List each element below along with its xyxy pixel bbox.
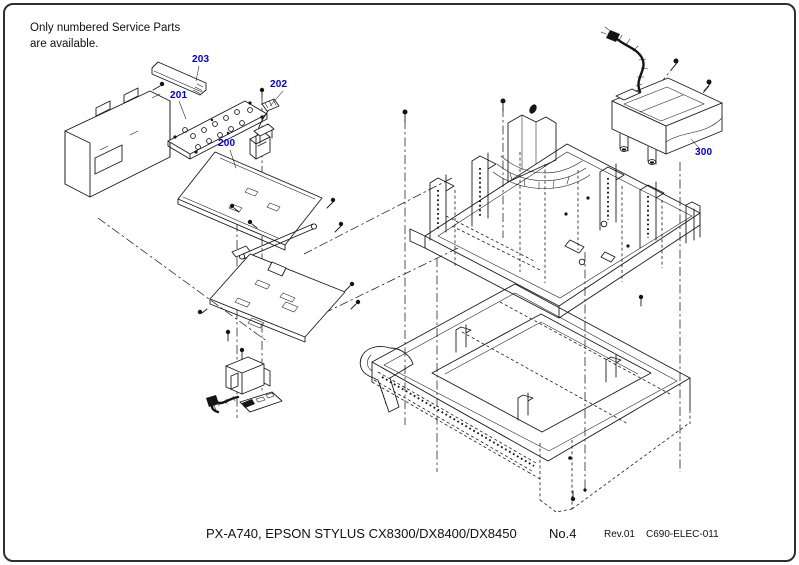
footer-revision: Rev.01 — [604, 529, 635, 540]
part-callout-200: 200 — [218, 138, 236, 149]
psu-board-201-drawing — [167, 100, 268, 160]
part-callout-202: 202 — [270, 79, 288, 90]
footer-title: PX-A740, EPSON STYLUS CX8300/DX8400/DX84… — [206, 526, 517, 541]
lower-housing-drawing — [359, 283, 691, 513]
footer-doc-code: C690-ELEC-011 — [646, 529, 719, 540]
note-line-1: Only numbered Service Parts — [30, 22, 181, 34]
cable-202-drawing — [249, 87, 280, 160]
main-board-200-drawing — [177, 151, 344, 251]
bracket-drawing — [253, 123, 275, 145]
note-line-2: are available. — [30, 37, 99, 50]
part-callout-300: 300 — [695, 147, 713, 158]
strip-203-drawing — [151, 61, 207, 96]
callout-leaders — [178, 65, 701, 169]
power-supply-300-drawing — [600, 26, 723, 165]
shield-stack-drawing — [197, 223, 361, 343]
footer-sheet-number: No.4 — [549, 526, 577, 541]
part-callout-201: 201 — [170, 90, 188, 101]
ac-inlet-assembly-drawing — [206, 347, 283, 414]
footer-caption: PX-A740, EPSON STYLUS CX8300/DX8400/DX84… — [0, 526, 799, 546]
service-parts-note: Only numbered Service Parts are availabl… — [30, 21, 180, 52]
part-callout-203: 203 — [192, 54, 210, 65]
printer-frame-drawing — [402, 98, 701, 319]
shield-panel-drawing — [64, 81, 171, 198]
